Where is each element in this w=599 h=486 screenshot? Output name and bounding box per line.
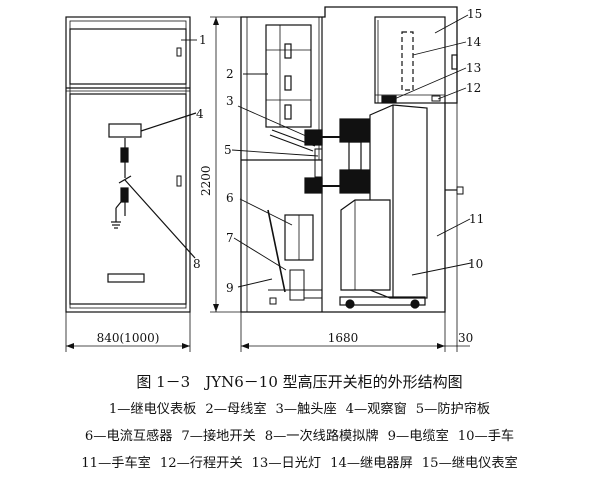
legend-item: 13—日光灯 [251,456,322,471]
figure-title: 图 1－3 JYN6－10 型高压开关柜的外形结构图 [136,373,463,391]
height-dimension: 2200 [199,165,213,196]
contact-seat-upper [304,129,323,146]
front-door [69,93,187,305]
callout-14: 14 [466,35,482,49]
front-view [65,16,197,313]
relay-instrument-panel [69,28,187,85]
legend-item: 2—母线室 [205,402,267,417]
nameplate [107,273,145,283]
legend-item: 6—电流互感器 [84,429,173,444]
relay-screen [401,31,414,91]
callout-3: 3 [226,94,234,108]
callout-13: 13 [466,61,481,75]
legend-item: 8—一次线路模拟牌 [264,429,379,444]
callout-4: 4 [196,107,204,121]
legend-row-2: 6—电流互感器 7—接地开关 8—一次线路模拟牌 9—电缆室 10—手车 [0,425,599,444]
legend-item: 4—观察窗 [345,402,407,417]
observation-window [108,123,142,138]
side-depth-dimension: 1680 [328,331,359,345]
offset-dimension: 30 [458,331,473,345]
callout-6: 6 [226,191,234,205]
callout-12: 12 [466,81,481,95]
legend-item: 11—手车室 [81,456,151,471]
legend-item: 15—继电仪表室 [421,456,518,471]
fluorescent-lamp [381,95,397,103]
callout-labels: 1 2 3 4 5 6 7 8 9 10 11 12 13 14 15 [193,7,484,295]
legend-item: 1—继电仪表板 [108,402,197,417]
handcart [322,104,428,309]
callout-8: 8 [193,257,201,271]
callout-15: 15 [467,7,482,21]
cabinet-structure-drawing: 1 2 3 4 5 6 7 8 9 10 11 12 13 14 15 2200… [65,6,484,352]
callout-7: 7 [226,231,234,245]
contact-seat-lower [304,177,323,194]
callout-1: 1 [199,33,207,47]
legend-row-3: 11—手车室 12—行程开关 13—日光灯 14—继电器屏 15—继电仪表室 [0,452,599,471]
dimension-values: 2200 840(1000) 1680 30 [97,165,474,345]
legend-item: 12—行程开关 [159,456,243,471]
callout-2: 2 [226,67,234,81]
legend-item: 7—接地开关 [181,429,256,444]
front-cabinet-outline [65,16,191,313]
callout-11: 11 [469,212,484,226]
side-view [240,6,464,313]
front-width-dimension: 840(1000) [97,331,160,345]
legend-row-1: 1—继电仪表板 2—母线室 3—触头座 4—观察窗 5—防护帘板 [0,398,599,417]
leader-lines [181,14,472,288]
legend-item: 9—电缆室 [387,429,449,444]
relay-instrument-room [374,16,446,104]
callout-5: 5 [224,143,232,157]
callout-9: 9 [226,281,234,295]
front-inner-frame [69,20,187,309]
busbar-compartment [265,24,312,128]
legend-item: 5—防护帘板 [415,402,491,417]
dimension-lines [65,16,470,352]
legend-item: 3—触头座 [275,402,337,417]
callout-10: 10 [468,257,483,271]
legend-item: 14—继电器屏 [330,456,413,471]
legend-item: 10—手车 [457,429,515,444]
